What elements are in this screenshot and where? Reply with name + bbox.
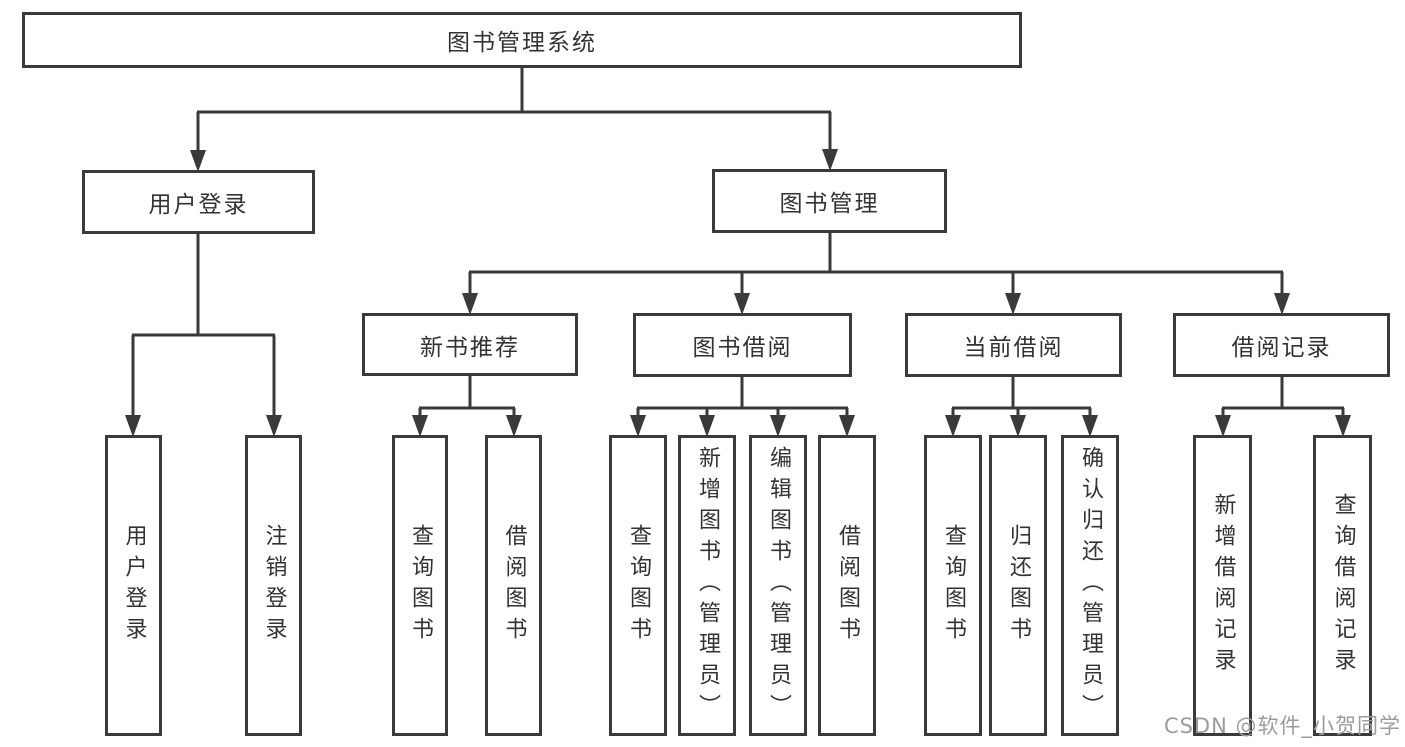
connector-borrow-records [1221,377,1345,416]
leaf-records-add: 新增借阅记录 [1193,435,1252,736]
arrowheads-current-borrow [945,415,1098,437]
leaf-borrow-query: 查询图书 [609,435,667,736]
leaf-logout-label: 注销登录 [261,523,287,648]
leaf-current-confirm-label: 确认归还（管理员） [1078,446,1103,725]
node-book-borrow: 图书借阅 [633,313,852,377]
node-borrow-records: 借阅记录 [1173,313,1390,377]
node-root: 图书管理系统 [22,12,1022,68]
leaf-current-return-label: 归还图书 [1006,523,1031,648]
node-current-borrow: 当前借阅 [905,313,1122,377]
arrowheads-new-books [412,415,522,437]
leaf-newbooks-query-label: 查询图书 [408,523,433,648]
connector-user-login [131,234,276,416]
node-book-mgmt: 图书管理 [712,169,947,233]
leaf-newbooks-query: 查询图书 [392,435,448,736]
leaf-borrow-borrow-label: 借阅图书 [835,523,860,648]
arrowheads-level3 [462,293,1290,315]
leaf-newbooks-borrow: 借阅图书 [485,435,542,736]
leaf-borrow-add-label: 新增图书（管理员） [695,446,720,725]
node-book-mgmt-label: 图书管理 [779,191,880,217]
leaf-borrow-edit: 编辑图书（管理员） [749,435,807,736]
node-book-borrow-label: 图书借阅 [692,335,793,361]
leaf-records-add-label: 新增借阅记录 [1210,492,1236,679]
leaf-user-login-label: 用户登录 [121,523,147,648]
leaf-newbooks-borrow-label: 借阅图书 [501,523,527,648]
node-new-books-label: 新书推荐 [420,334,520,361]
node-root-label: 图书管理系统 [447,30,597,56]
node-current-borrow-label: 当前借阅 [963,335,1064,361]
leaf-user-login: 用户登录 [105,435,162,736]
leaf-records-query-label: 查询借阅记录 [1330,492,1356,679]
leaf-current-confirm: 确认归还（管理员） [1061,435,1119,736]
leaf-current-return: 归还图书 [989,435,1047,736]
connector-book-borrow [636,377,849,416]
leaf-borrow-borrow: 借阅图书 [818,435,876,736]
arrowheads-book-borrow [630,415,855,437]
leaf-borrow-add: 新增图书（管理员） [678,435,736,736]
connector-new-books [418,376,516,416]
leaf-current-query-label: 查询图书 [941,523,966,648]
leaf-borrow-query-label: 查询图书 [626,523,651,648]
leaf-records-query: 查询借阅记录 [1313,435,1372,736]
node-new-books: 新书推荐 [362,313,578,376]
leaf-borrow-edit-label: 编辑图书（管理员） [766,446,791,725]
arrowheads-borrow-records [1215,415,1351,437]
watermark-text: CSDN @软件_小贺同学 [1163,714,1401,738]
arrowheads-user-login [125,415,282,437]
node-user-login: 用户登录 [82,170,315,234]
node-borrow-records-label: 借阅记录 [1231,335,1332,361]
connector-book-mgmt [468,233,1284,293]
node-user-login-label: 用户登录 [148,192,249,218]
leaf-logout: 注销登录 [245,435,302,736]
leaf-current-query: 查询图书 [924,435,982,736]
connector-current-borrow [951,377,1092,416]
connector-root-to-level2 [196,68,832,150]
